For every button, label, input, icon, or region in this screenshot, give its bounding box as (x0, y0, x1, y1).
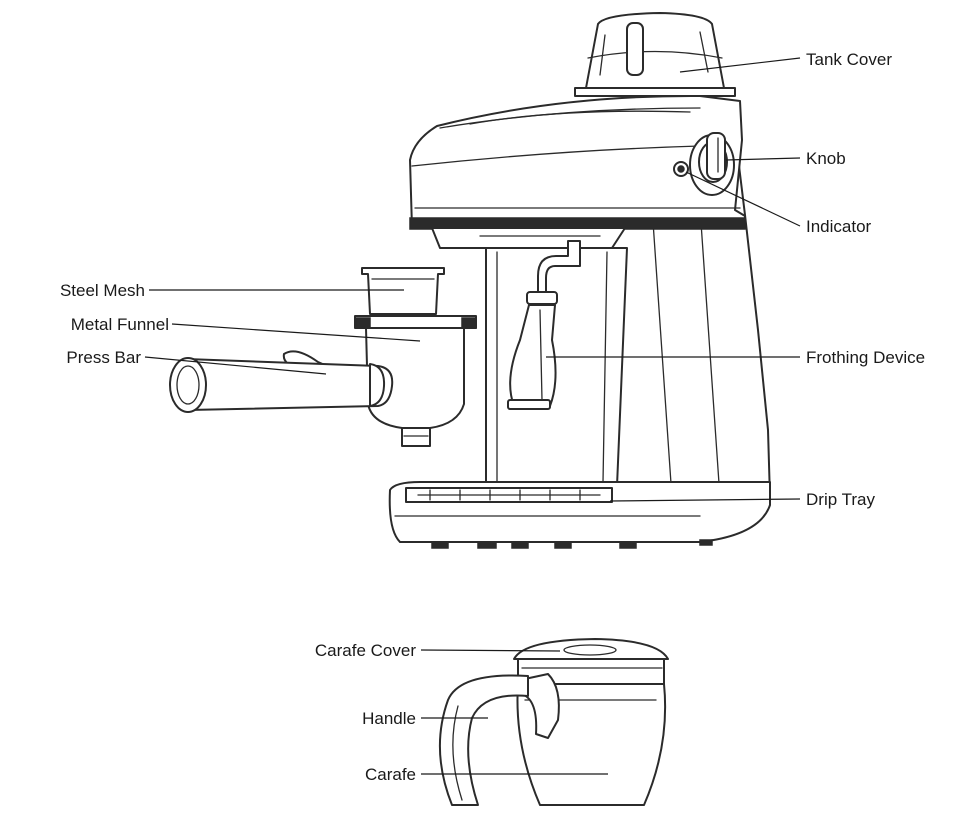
carafe-group (438, 638, 669, 806)
tank-cover (574, 12, 736, 97)
label-steel-mesh: Steel Mesh (60, 281, 145, 300)
leader-drip-tray (609, 498, 801, 502)
leader-tank-cover (679, 57, 801, 73)
steel-mesh (361, 267, 445, 315)
leader-press-bar (144, 356, 327, 375)
leader-lines (144, 57, 801, 775)
carafe-cover (513, 638, 669, 660)
leader-metal-funnel (171, 323, 421, 342)
labels: Tank Cover Knob Indicator Steel Mesh Met… (60, 50, 925, 784)
drip-tray (388, 481, 771, 549)
espresso-machine (388, 12, 771, 549)
leader-carafe-cover (420, 649, 561, 652)
label-carafe: Carafe (365, 765, 416, 784)
portafilter-assembly (169, 267, 477, 447)
label-carafe-cover: Carafe Cover (315, 641, 416, 660)
brew-head (431, 227, 626, 249)
frothing-device (507, 240, 581, 410)
label-drip-tray: Drip Tray (806, 490, 875, 509)
label-tank-cover: Tank Cover (806, 50, 892, 69)
carafe-handle (438, 673, 560, 806)
leader-indicator (685, 171, 801, 227)
metal-funnel (365, 327, 465, 447)
label-handle: Handle (362, 709, 416, 728)
label-knob: Knob (806, 149, 846, 168)
label-frothing-device: Frothing Device (806, 348, 925, 367)
leader-knob (725, 157, 801, 161)
knob (689, 132, 735, 196)
portafilter-handle (169, 357, 394, 413)
label-press-bar: Press Bar (66, 348, 141, 367)
label-indicator: Indicator (806, 217, 872, 236)
label-metal-funnel: Metal Funnel (71, 315, 169, 334)
